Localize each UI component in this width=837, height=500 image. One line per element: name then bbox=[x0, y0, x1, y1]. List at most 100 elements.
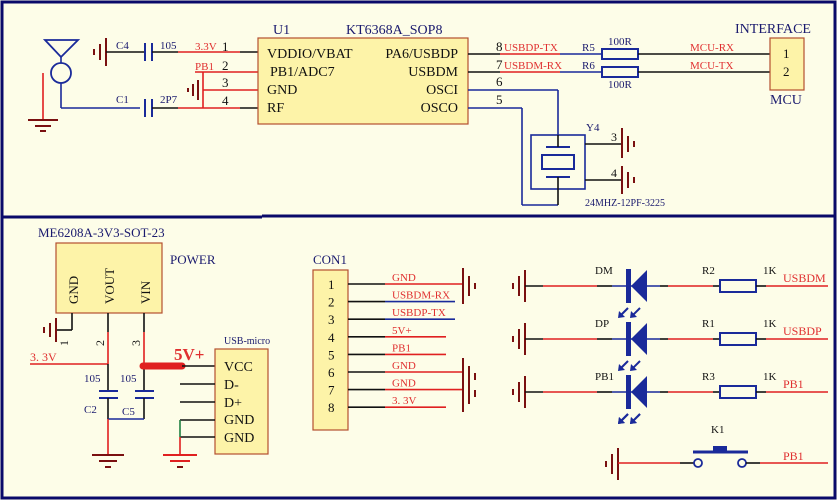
con1-pin-net: USBDP-TX bbox=[392, 307, 446, 319]
ldo-pin-num: 2 bbox=[93, 340, 107, 346]
net-3v3: 3.3V bbox=[195, 41, 217, 53]
y4-pin-num: 3 bbox=[611, 130, 617, 144]
net-usbdm-rx: USBDM-RX bbox=[504, 60, 562, 72]
capacitor-c4 bbox=[144, 43, 153, 61]
con1-pin-net: 3. 3V bbox=[392, 395, 417, 407]
u1-pin-name: PB1/ADC7 bbox=[270, 65, 335, 80]
u1-pin-num: 6 bbox=[496, 74, 503, 89]
ground-symbol-ldo bbox=[43, 313, 73, 342]
antenna-icon bbox=[42, 39, 140, 120]
y4-ref: Y4 bbox=[586, 122, 600, 134]
con1-pin-row: 5 PB1 bbox=[328, 342, 446, 362]
usb-pin: D- bbox=[224, 378, 239, 393]
ldo-pin-num: 1 bbox=[57, 340, 71, 346]
crystal-y4 bbox=[530, 134, 586, 205]
u1-pin-name: OSCO bbox=[421, 101, 458, 116]
con1-pin-row: 4 5V+ bbox=[328, 325, 446, 345]
capacitor-c5 bbox=[135, 390, 154, 399]
u1-pin-num: 3 bbox=[222, 75, 229, 90]
ground-symbol-k1 bbox=[605, 448, 619, 480]
u1-ref: U1 bbox=[273, 23, 290, 38]
net-mcu-tx: MCU-TX bbox=[690, 60, 733, 72]
ldo-pin-num: 3 bbox=[129, 340, 143, 346]
c2-ref: C2 bbox=[84, 404, 97, 416]
led-net: PB1 bbox=[783, 377, 804, 391]
u1-pin-num: 1 bbox=[222, 39, 229, 54]
u1-pin-name: OSCI bbox=[426, 83, 458, 98]
led-ref: DP bbox=[595, 318, 609, 330]
r5-value: 100R bbox=[608, 36, 633, 48]
ground-symbol-con1-top bbox=[462, 268, 476, 304]
ground-symbol-led bbox=[512, 270, 526, 302]
net-3v3-out: 3. 3V bbox=[30, 350, 57, 364]
c4-ref: C4 bbox=[116, 40, 129, 52]
u1-chip-body bbox=[257, 37, 469, 125]
c2-value: 105 bbox=[84, 373, 101, 385]
u1-pin-name: USBDM bbox=[408, 65, 458, 80]
u1-pin-name: RF bbox=[267, 101, 284, 116]
ground-symbol-led bbox=[512, 376, 526, 408]
resistor-r5 bbox=[601, 48, 639, 60]
capacitor-c2 bbox=[99, 390, 118, 399]
light-emission-arrows-icon bbox=[618, 413, 641, 424]
r5-ref: R5 bbox=[582, 42, 595, 54]
con1-pin-num: 7 bbox=[328, 383, 335, 398]
led-diode-icon bbox=[626, 269, 647, 303]
light-emission-arrows-icon bbox=[618, 360, 641, 371]
u1-pin-num: 7 bbox=[496, 57, 503, 72]
r6-value: 100R bbox=[608, 79, 633, 91]
led-resistor-ref: R3 bbox=[702, 371, 715, 383]
con1-pin-num: 2 bbox=[328, 295, 335, 310]
con1-pin-num: 5 bbox=[328, 347, 335, 362]
ldo-chip-body bbox=[55, 242, 163, 314]
mcu-pin-num: 2 bbox=[783, 64, 790, 79]
con1-pin-net: PB1 bbox=[392, 342, 411, 354]
con1-pin-num: 8 bbox=[328, 400, 335, 415]
c5-ref: C5 bbox=[122, 406, 135, 418]
net-usbdp-tx: USBDP-TX bbox=[504, 42, 558, 54]
u1-pin-num: 4 bbox=[222, 93, 229, 108]
con1-pin-num: 4 bbox=[328, 330, 335, 345]
net-pb1: PB1 bbox=[195, 61, 214, 73]
con1-pin-num: 1 bbox=[328, 277, 335, 292]
led-ref: PB1 bbox=[595, 371, 614, 383]
light-emission-arrows-icon bbox=[618, 307, 641, 318]
net-5v: 5V+ bbox=[174, 345, 204, 364]
capacitor-c1 bbox=[144, 99, 153, 117]
con1-pin-num: 6 bbox=[328, 365, 335, 380]
ldo-pin-name: VOUT bbox=[102, 268, 117, 304]
led-resistor bbox=[719, 385, 757, 399]
ground-symbol-antenna bbox=[28, 119, 58, 132]
usb-pin: D+ bbox=[224, 396, 242, 411]
ldo-pin-name: VIN bbox=[138, 280, 153, 304]
y4-part: 24MHZ-12PF-3225 bbox=[585, 198, 665, 209]
u1-pin-num: 2 bbox=[222, 58, 229, 73]
led-resistor bbox=[719, 279, 757, 293]
con1-pin-row: 6 GND bbox=[328, 360, 463, 380]
c1-ref: C1 bbox=[116, 94, 129, 106]
led-net: USBDP bbox=[783, 324, 822, 338]
u1-pin-name: PA6/USBDP bbox=[385, 47, 458, 62]
net-pb1-k1: PB1 bbox=[783, 449, 804, 463]
ground-symbol-u1 bbox=[187, 80, 199, 100]
con1-pin-num: 3 bbox=[328, 312, 335, 327]
usb-title: USB-micro bbox=[224, 336, 270, 347]
con1-pin-net: 5V+ bbox=[392, 325, 412, 337]
led-resistor-value: 1K bbox=[763, 371, 777, 383]
power-title: POWER bbox=[170, 252, 216, 267]
led-resistor-value: 1K bbox=[763, 318, 777, 330]
c4-value: 105 bbox=[160, 40, 177, 52]
interface-title: INTERFACE bbox=[735, 22, 811, 37]
con1-pin-net: GND bbox=[392, 360, 416, 372]
ground-symbol-crystal bbox=[621, 128, 635, 194]
con1-ref: CON1 bbox=[313, 252, 347, 267]
push-button-k1 bbox=[693, 446, 748, 468]
ground-symbol-usb bbox=[163, 454, 197, 468]
led-diode-icon bbox=[626, 375, 647, 409]
usb-pin: GND bbox=[224, 431, 254, 446]
net-mcu-rx: MCU-RX bbox=[690, 42, 734, 54]
led-diode-icon bbox=[626, 322, 647, 356]
